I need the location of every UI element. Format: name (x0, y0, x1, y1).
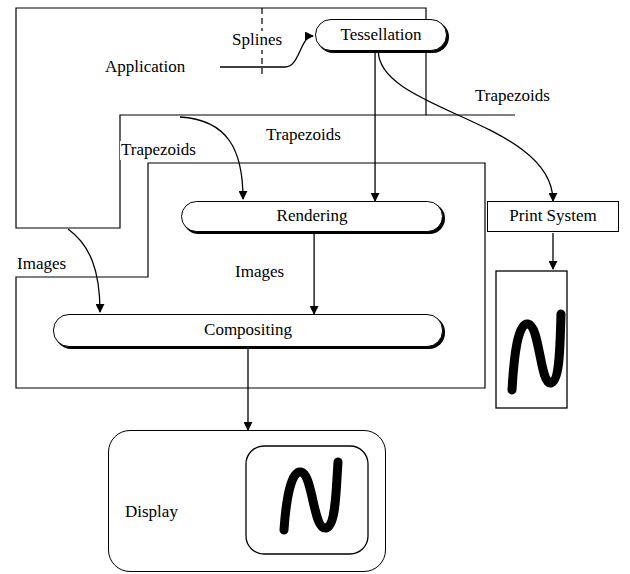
device-label: Display (125, 503, 178, 522)
region-line (426, 114, 515, 115)
process-pill: Rendering (181, 201, 443, 232)
node-label: Rendering (277, 207, 348, 226)
process-pill: Compositing (53, 314, 443, 347)
process-pill: Tessellation (315, 19, 447, 51)
display-device: Display (108, 430, 386, 572)
node-label: Tessellation (341, 26, 422, 45)
screen (246, 446, 368, 554)
data-label: Images (16, 255, 67, 274)
node-label: Print System (509, 207, 596, 226)
screen-glyph (284, 462, 338, 530)
server-region (16, 163, 485, 388)
node-label: Compositing (204, 321, 292, 340)
data-label: Splines (231, 31, 283, 50)
flow-arrow (378, 51, 553, 201)
application-region (16, 8, 426, 228)
printed-page (496, 271, 567, 408)
system-box: Print System (487, 201, 619, 232)
screen-illustration (108, 430, 386, 572)
print-arrow (552, 233, 553, 269)
application-label: Application (104, 58, 186, 77)
flow-arrow (247, 347, 248, 430)
edge-label: Trapezoids (265, 126, 342, 145)
image-arrow (68, 229, 100, 312)
edge-label: Images (234, 263, 285, 282)
edge-label: Trapezoids (474, 87, 551, 106)
flow-arrow (374, 51, 375, 201)
page-glyph (512, 314, 561, 390)
data-label: Trapezoids (120, 141, 197, 160)
flow-arrow (313, 232, 314, 314)
